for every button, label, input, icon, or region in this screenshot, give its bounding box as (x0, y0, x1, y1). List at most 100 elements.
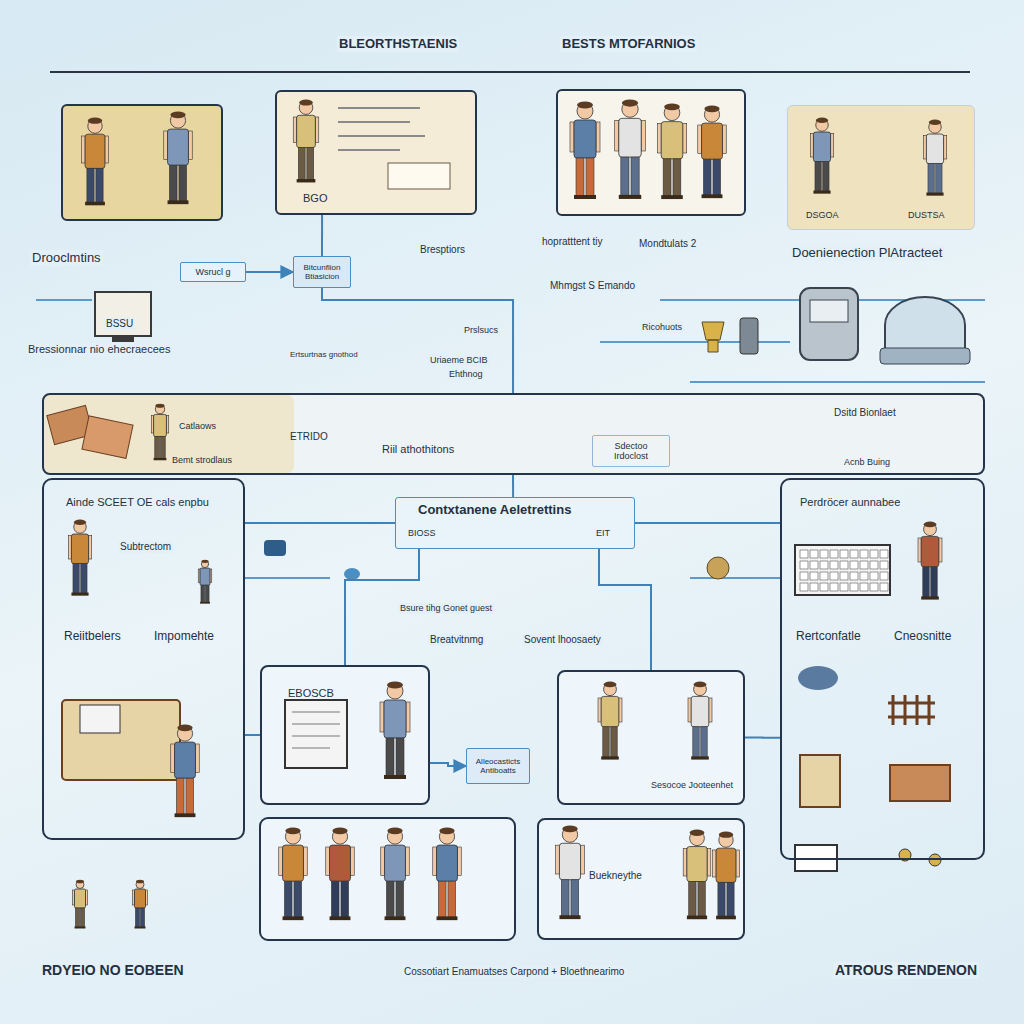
hair (664, 104, 680, 111)
leg (586, 158, 594, 196)
picture-panel: EBOSCB (260, 665, 430, 805)
text-label: Prslsucs (462, 325, 500, 336)
arm (350, 847, 354, 876)
shoes (175, 813, 196, 817)
shoes (135, 927, 146, 929)
connector (322, 288, 513, 393)
arm (326, 847, 330, 876)
arm (581, 845, 585, 874)
leg (396, 738, 404, 776)
arm (405, 847, 409, 876)
text-label: Cossotiart Enamuatses Carpond + Bloethne… (402, 966, 626, 978)
torso (437, 845, 458, 881)
panel-fill (557, 670, 745, 805)
node-text: EBOSCB (288, 687, 334, 700)
text-label: Doenienection PlAtracteet (790, 245, 944, 261)
text-label: Bsure tihg Gonet guest (398, 603, 494, 614)
leg (727, 882, 734, 916)
key (820, 583, 828, 591)
node-text: Reiitbelers (64, 630, 121, 644)
torso (75, 889, 86, 908)
arm (303, 847, 307, 876)
leg (169, 165, 177, 201)
key (870, 561, 878, 569)
node-text: Sdectoo (614, 441, 647, 451)
note-box: SdectooIrdoclost (592, 435, 670, 467)
leg (703, 159, 711, 195)
torso (687, 847, 707, 882)
leg (931, 567, 937, 597)
node-text: Impomehte (154, 630, 214, 644)
shelf-icon (800, 755, 840, 807)
shoes (921, 596, 939, 599)
key (810, 583, 818, 591)
person-figure (615, 99, 646, 198)
fence-icon (888, 695, 935, 725)
arm (619, 698, 622, 722)
person-figure (698, 106, 727, 199)
shoes (200, 602, 210, 604)
panel-fill (180, 262, 246, 282)
key (810, 561, 818, 569)
arm (171, 744, 175, 773)
hair (924, 522, 937, 528)
person-figure (164, 112, 193, 205)
hair (704, 106, 719, 113)
hair (76, 880, 84, 884)
arm (188, 131, 192, 160)
text-label: Breatvitnmg (428, 634, 485, 646)
person-figure (68, 520, 91, 596)
node-text: Ainde SCEET OE cals enpbu (66, 496, 209, 509)
key (860, 572, 868, 580)
torso (619, 118, 641, 157)
leg (928, 164, 934, 194)
shoes (691, 756, 709, 759)
arm (944, 136, 947, 159)
key (870, 572, 878, 580)
panel-fill (466, 748, 530, 784)
connector (321, 215, 323, 256)
doc-lines (338, 108, 425, 150)
node-text: Irdoclost (614, 451, 648, 461)
shoes (559, 915, 580, 919)
key (830, 550, 838, 558)
hair (177, 725, 192, 732)
text-lines (338, 108, 425, 150)
arm (164, 131, 168, 160)
key-icon (264, 540, 286, 556)
decor-wire (245, 577, 330, 579)
leg (298, 148, 305, 180)
cloud-icon (798, 666, 838, 690)
leg (396, 881, 404, 917)
node-text: Perdröcer aunnabee (800, 496, 900, 509)
leg (87, 168, 94, 202)
hair (577, 102, 593, 109)
arm (105, 136, 109, 163)
leg (611, 727, 617, 757)
arm (315, 117, 318, 143)
arm (68, 536, 71, 559)
key (850, 583, 858, 591)
node-text: DSGOA (806, 210, 839, 220)
person-figure (133, 880, 148, 929)
leg (448, 881, 456, 917)
key (840, 572, 848, 580)
torso (574, 120, 596, 158)
arm (381, 847, 385, 876)
picture-panel: Sesocoe Jooteenhet (557, 670, 745, 805)
header-rule (50, 71, 970, 73)
hair (816, 118, 828, 123)
device-icon (795, 845, 837, 871)
arm (570, 122, 574, 152)
node-text: Wsrucl g (195, 267, 230, 277)
node-text: Bitcunflion Btiasicion (296, 263, 348, 281)
text-label: Subtrectom (118, 541, 173, 553)
panel-fill (787, 105, 975, 230)
document-icon (285, 700, 347, 768)
shoes (619, 195, 641, 199)
person-figure (810, 118, 833, 194)
person-figure (713, 832, 740, 920)
text-label: RDYEIO NO EOBEEN (40, 962, 186, 979)
